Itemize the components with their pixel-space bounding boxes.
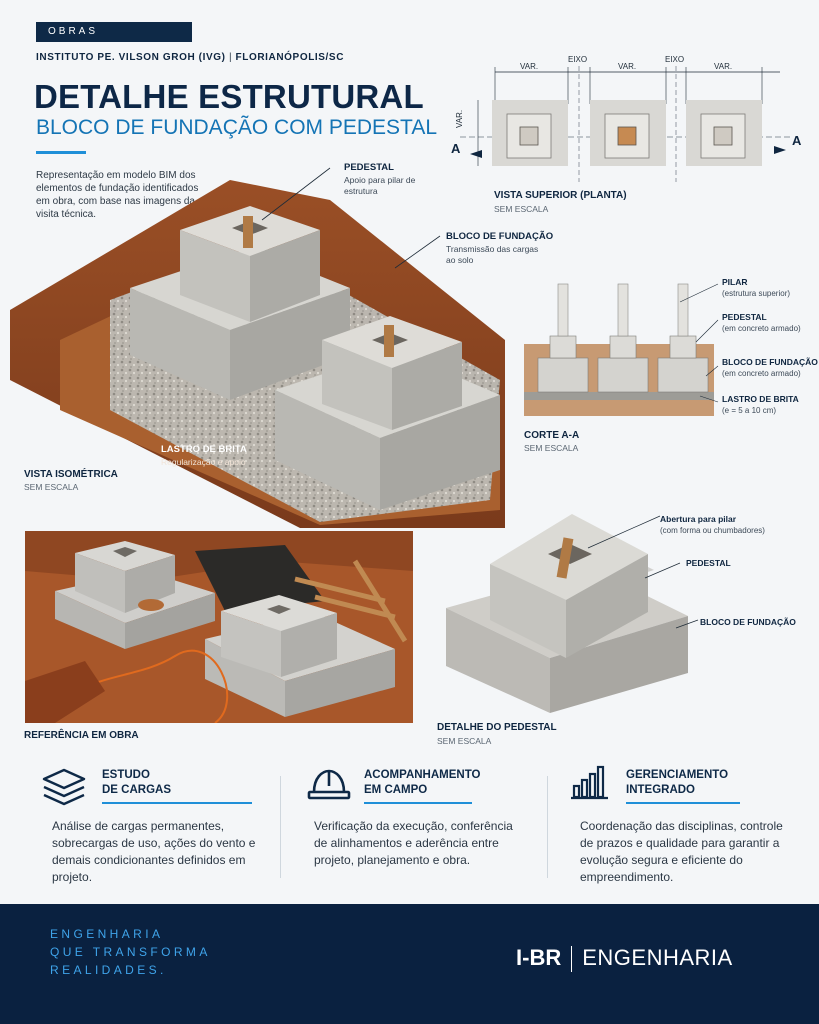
plan-eixo-1: EIXO (568, 55, 588, 64)
iso-bloco-title: BLOCO DE FUNDAÇÃO (446, 231, 554, 242)
layers-icon (42, 768, 86, 806)
plan-var-2: VAR. (618, 62, 637, 71)
iso-view-title: VISTA ISOMÉTRICA (24, 469, 118, 480)
intro-text: Representação em modelo BIM dos elemento… (36, 170, 199, 220)
section-view-scale: SEM ESCALA (524, 443, 579, 453)
feature-3-title: GERENCIAMENTO INTEGRADO (626, 768, 728, 798)
plan-var-vertical: VAR. (455, 109, 464, 128)
title-underline (36, 151, 86, 154)
foundation-block-1 (130, 206, 350, 400)
iso-lastro-desc: Regularização e apoio (161, 457, 246, 467)
section-pilar-title: PILAR (722, 277, 748, 287)
plan-var-1: VAR. (520, 62, 539, 71)
section-bloco-desc: (em concreto armado) (722, 369, 801, 378)
feature-1-title: ESTUDO DE CARGAS (102, 768, 171, 798)
section-foundation-1 (537, 283, 589, 393)
plan-view-scale: SEM ESCALA (494, 204, 549, 214)
page-title: DETALHE ESTRUTURAL (34, 78, 424, 115)
reference-title: REFERÊNCIA EM OBRA (24, 730, 139, 741)
footer-slogan-line1: ENGENHARIA (50, 927, 164, 941)
site-reference-photo (25, 531, 413, 723)
hardhat-icon (307, 769, 351, 800)
institution-separator: | (228, 52, 233, 63)
detail-view-scale: SEM ESCALA (437, 736, 492, 746)
plan-block-2 (590, 100, 666, 166)
section-view-title: CORTE A-A (524, 430, 580, 441)
feature-2-underline (364, 802, 472, 804)
plan-block-1 (492, 100, 568, 166)
section-pilar-desc: (estrutura superior) (722, 289, 791, 298)
institution-line: INSTITUTO PE. VILSON GROH (IVG) | FLORIA… (36, 52, 344, 63)
plan-eixo-2: EIXO (665, 55, 685, 64)
plan-view-title: VISTA SUPERIOR (PLANTA) (494, 190, 627, 201)
bar-chart-icon (571, 765, 608, 800)
page-subtitle: BLOCO DE FUNDAÇÃO COM PEDESTAL (36, 116, 438, 139)
detail-pedestal-label: PEDESTAL (686, 558, 731, 568)
feature-1-title-line2: DE CARGAS (102, 784, 172, 796)
feature-1-title-line1: ESTUDO (102, 769, 150, 781)
detail-bloco-label: BLOCO DE FUNDAÇÃO (700, 617, 796, 627)
footer-slogan-line3: REALIDADES. (50, 963, 167, 977)
iso-view-scale: SEM ESCALA (24, 482, 79, 492)
plan-section-mark-right: A (792, 133, 802, 148)
brand-name: ENGENHARIA (582, 945, 733, 970)
detail-view-title: DETALHE DO PEDESTAL (437, 722, 557, 733)
section-lastro-title: LASTRO DE BRITA (722, 394, 799, 404)
plan-var-3: VAR. (714, 62, 733, 71)
section-pedestal-title: PEDESTAL (722, 312, 767, 322)
detail-abertura-desc: (com forma ou chumbadores) (660, 526, 765, 535)
detail-abertura-title: Abertura para pilar (660, 514, 737, 524)
isometric-illustration (10, 167, 505, 528)
footer-slogan: ENGENHARIA QUE TRANSFORMA REALIDADES. (50, 925, 211, 979)
plan-section-mark-left: A (451, 141, 461, 156)
feature-3-title-line2: INTEGRADO (626, 784, 695, 796)
plan-view-drawing (460, 66, 790, 182)
pedestal-detail-drawing (446, 514, 699, 713)
institution-city: FLORIANÓPOLIS/SC (235, 52, 345, 63)
feature-2-text: Verificação da execução, conferência de … (314, 819, 513, 867)
iso-pedestal-title: PEDESTAL (344, 162, 394, 173)
brand-mark: I-BR (516, 945, 562, 970)
footer-slogan-line2: QUE TRANSFORMA (50, 945, 211, 959)
feature-2-title: ACOMPANHAMENTO EM CAMPO (364, 768, 481, 798)
category-badge: OBRAS (36, 22, 192, 42)
footer-band (0, 904, 819, 1024)
feature-1-text: Análise de cargas permanentes, sobrecarg… (52, 819, 256, 884)
section-foundation-3 (657, 283, 709, 393)
section-bloco-title: BLOCO DE FUNDAÇÃO (722, 357, 818, 367)
section-pedestal-desc: (em concreto armado) (722, 324, 801, 333)
feature-2-title-line2: EM CAMPO (364, 784, 428, 796)
feature-3-underline (626, 802, 740, 804)
feature-3-text: Coordenação das disciplinas, controle de… (580, 819, 783, 884)
feature-3-title-line1: GERENCIAMENTO (626, 769, 729, 781)
institution-name: INSTITUTO PE. VILSON GROH (IVG) (36, 52, 226, 63)
feature-2-title-line1: ACOMPANHAMENTO (364, 769, 481, 781)
brand-logo: I-BR ENGENHARIA (516, 945, 733, 973)
foundation-block-2 (275, 316, 500, 510)
section-foundation-2 (597, 283, 649, 393)
feature-divider-2 (547, 776, 548, 878)
section-view-drawing (524, 283, 719, 416)
feature-divider-1 (280, 776, 281, 878)
feature-1-underline (102, 802, 252, 804)
iso-pedestal-desc: Apoio para pilar de estrutura (344, 175, 416, 196)
iso-bloco-desc: Transmissão das cargas ao solo (446, 244, 539, 265)
brand-separator (571, 946, 573, 973)
section-lastro-desc: (e = 5 a 10 cm) (722, 406, 777, 415)
plan-block-3 (686, 100, 762, 166)
formwork-sheet (195, 545, 325, 611)
iso-lastro-title: LASTRO DE BRITA (161, 444, 247, 455)
